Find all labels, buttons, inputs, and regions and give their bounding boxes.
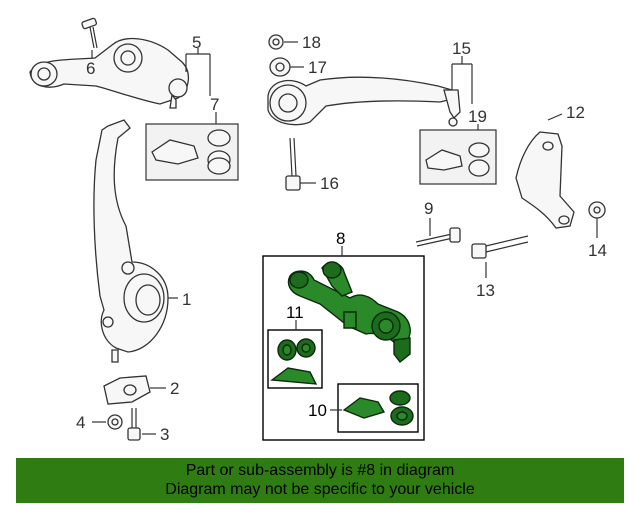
bushing-kit-10[interactable] [337,383,419,433]
callout-12[interactable]: 12 [566,103,585,122]
kit-box-7[interactable] [145,123,239,181]
leader-lines [91,41,598,435]
upper-control-arm[interactable] [29,37,189,109]
bolt-3[interactable] [127,408,141,441]
footer-banner: Part or sub-assembly is #8 in diagram Di… [16,458,624,503]
bracket-12[interactable] [515,131,575,229]
lower-control-arm-8[interactable] [287,261,411,363]
callout-2[interactable]: 2 [170,379,179,398]
callout-11[interactable]: 11 [286,303,304,322]
callout-16[interactable]: 16 [320,174,339,193]
callout-13[interactable]: 13 [476,281,495,300]
callout-5[interactable]: 5 [192,33,201,52]
bushing-kit-11[interactable] [267,329,323,389]
washer-17[interactable] [269,57,291,77]
assembly-box-8[interactable] [262,255,425,441]
bolt-9[interactable] [415,227,461,247]
bolt-13[interactable] [471,235,529,259]
nut-18[interactable] [268,34,284,50]
steering-knuckle[interactable] [93,119,169,363]
callout-7[interactable]: 7 [210,95,219,114]
kit-box-19[interactable] [419,129,497,185]
callout-8[interactable]: 8 [336,229,345,248]
nut-14[interactable] [588,201,606,219]
callout-18[interactable]: 18 [302,33,321,52]
callout-15[interactable]: 15 [452,39,471,58]
callout-17[interactable]: 17 [308,58,327,77]
bolt-16[interactable] [285,137,301,191]
callout-1[interactable]: 1 [182,290,191,309]
callout-3[interactable]: 3 [160,425,169,444]
lower-arm-15[interactable] [267,76,461,127]
bracket-2[interactable] [103,375,151,405]
callout-labels: 5 6 7 1 2 4 3 18 17 16 15 19 12 14 9 13 … [76,33,607,444]
footer-line-2: Diagram may not be specific to your vehi… [165,481,475,498]
callout-19[interactable]: 19 [468,107,487,126]
callout-9[interactable]: 9 [424,199,433,218]
footer-line-1: Part or sub-assembly is #8 in diagram [185,462,455,479]
bolt-6[interactable] [81,17,98,49]
callout-6[interactable]: 6 [86,59,95,78]
callout-10[interactable]: 10 [308,401,327,420]
callout-14[interactable]: 14 [588,241,607,260]
callout-4[interactable]: 4 [76,413,85,432]
nut-4[interactable] [107,414,123,430]
